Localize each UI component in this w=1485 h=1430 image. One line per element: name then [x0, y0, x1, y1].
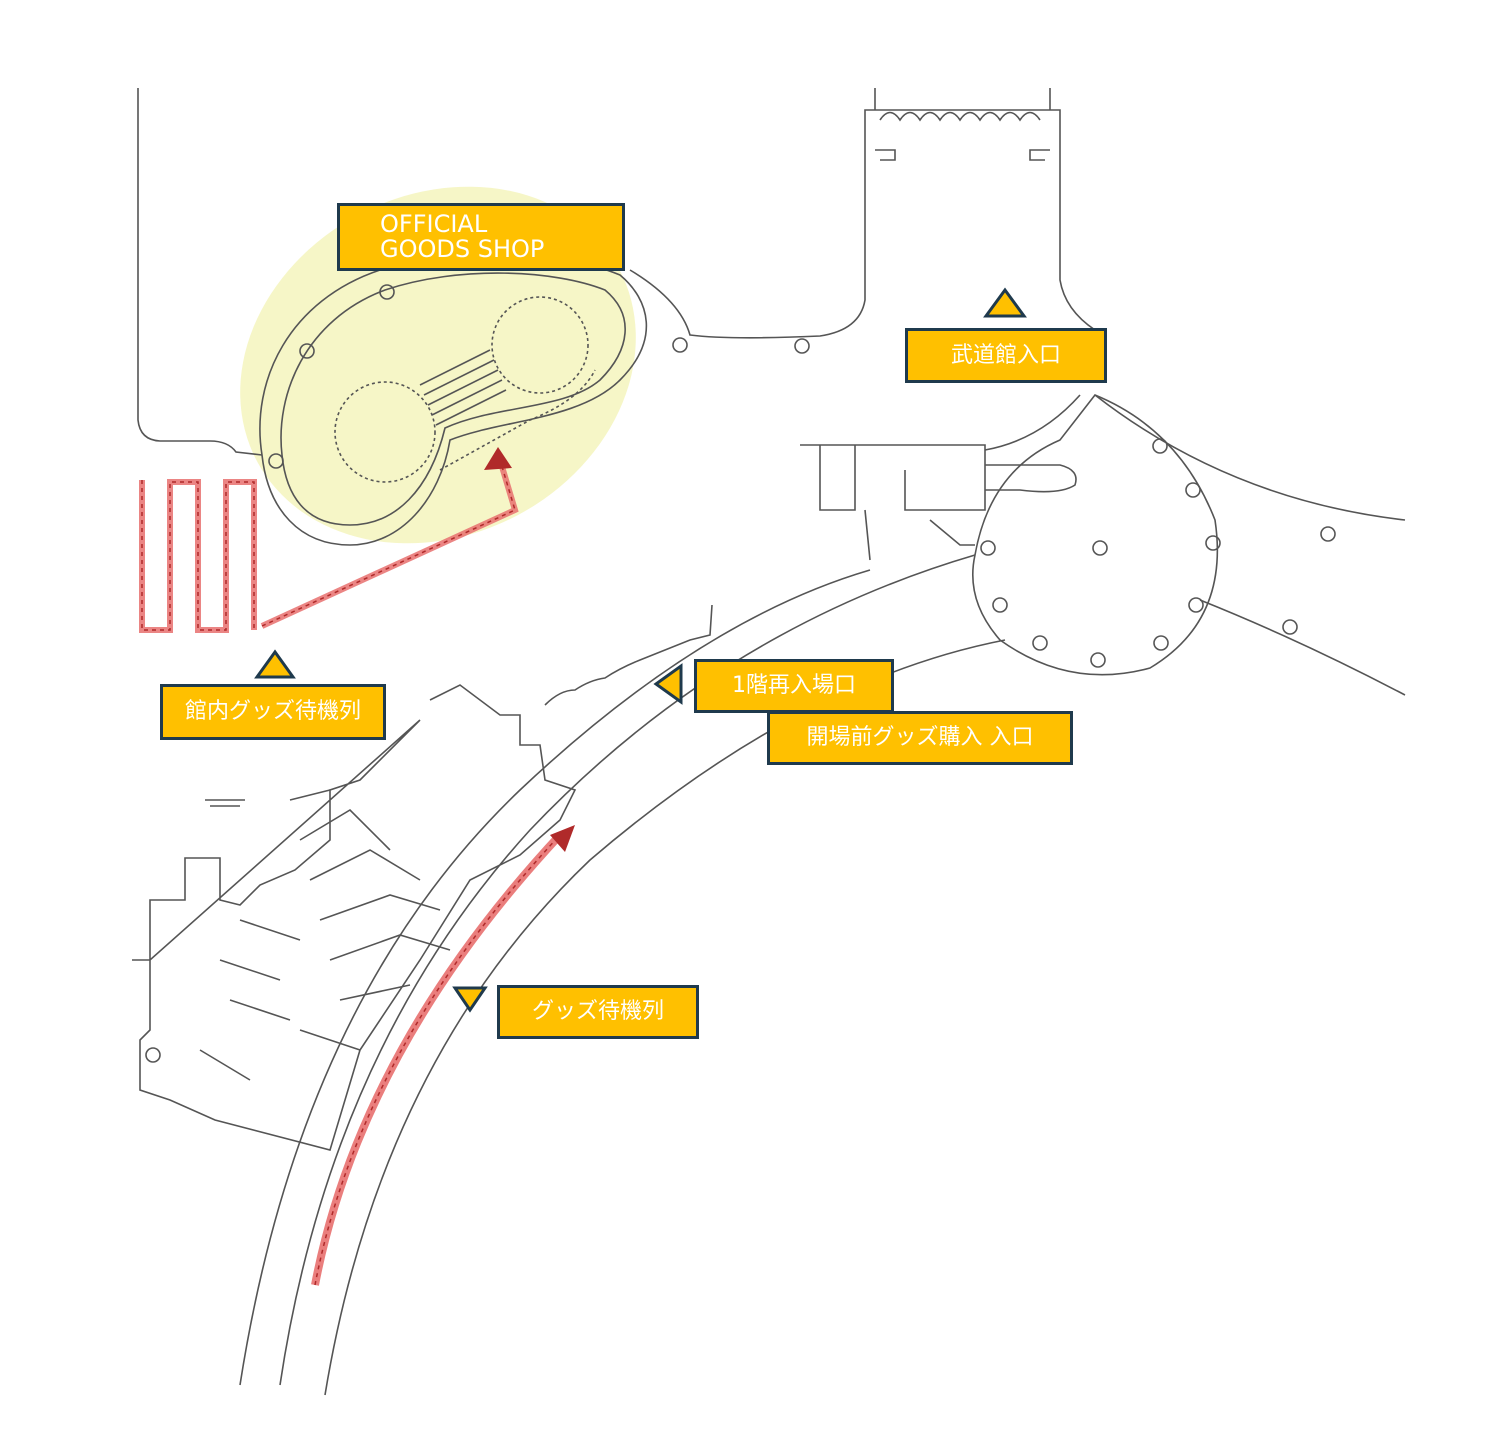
shop-dashed-edge	[439, 369, 596, 471]
goods-shop-label-line2: GOODS SHOP	[380, 235, 545, 263]
column	[1090, 652, 1106, 668]
corridor-top	[629, 109, 1096, 339]
reentry-marker	[653, 663, 683, 705]
column	[379, 284, 395, 300]
column	[1185, 482, 1201, 498]
column	[1153, 635, 1169, 651]
indoor-goods-queue-label: 館内グッズ待機列	[160, 684, 386, 740]
column	[992, 597, 1008, 613]
goods-queue-label: グッズ待機列	[497, 985, 699, 1039]
goods-queue-marker	[452, 986, 488, 1013]
indoor-queue-arrow	[260, 447, 519, 629]
column	[1282, 619, 1298, 635]
annex-rooms	[199, 789, 451, 1081]
hall-road-lower	[1199, 599, 1406, 696]
column	[794, 338, 810, 354]
column	[299, 343, 315, 359]
hall-road-upper	[984, 394, 1081, 451]
gate-row	[544, 604, 713, 706]
indoor-queue-marker	[254, 649, 296, 679]
annex-outline	[132, 684, 577, 1151]
building-notch	[875, 149, 1050, 161]
column	[145, 1047, 161, 1063]
service-block	[800, 444, 1077, 511]
shop-stage-right	[491, 296, 589, 394]
building-outline-left	[137, 88, 263, 456]
building-top-gate	[874, 88, 1051, 122]
column	[268, 453, 284, 469]
annex-sign	[205, 799, 245, 807]
column	[1320, 526, 1336, 542]
reentry-1f-label: 1階再入場口	[694, 659, 894, 713]
outer-arc-inner	[279, 554, 976, 1386]
connector	[864, 509, 975, 561]
column	[980, 540, 996, 556]
column	[1205, 535, 1221, 551]
shop-bridge	[419, 349, 507, 426]
hall-road-right	[1094, 394, 1406, 521]
pre-opening-goods-entrance-label: 開場前グッズ購入 入口	[767, 711, 1073, 765]
budokan-entrance-marker	[983, 287, 1027, 318]
goods-shop-label-line1: OFFICIAL	[380, 209, 488, 238]
column	[1032, 635, 1048, 651]
column	[1092, 540, 1108, 556]
column	[1188, 597, 1204, 613]
shop-stage-left	[334, 381, 436, 483]
goods-shop-outline	[259, 252, 648, 546]
column	[672, 337, 688, 353]
goods-shop-highlight	[240, 186, 636, 544]
goods-shop-inner	[280, 272, 626, 526]
goods-queue-arrow	[311, 825, 575, 1286]
outer-arc-outer	[239, 569, 871, 1386]
official-goods-shop-label: OFFICIAL GOODS SHOP	[337, 203, 625, 271]
column	[1152, 438, 1168, 454]
budokan-hall	[972, 394, 1219, 676]
budokan-entrance-label: 武道館入口	[905, 328, 1107, 383]
indoor-queue-path	[139, 479, 257, 633]
